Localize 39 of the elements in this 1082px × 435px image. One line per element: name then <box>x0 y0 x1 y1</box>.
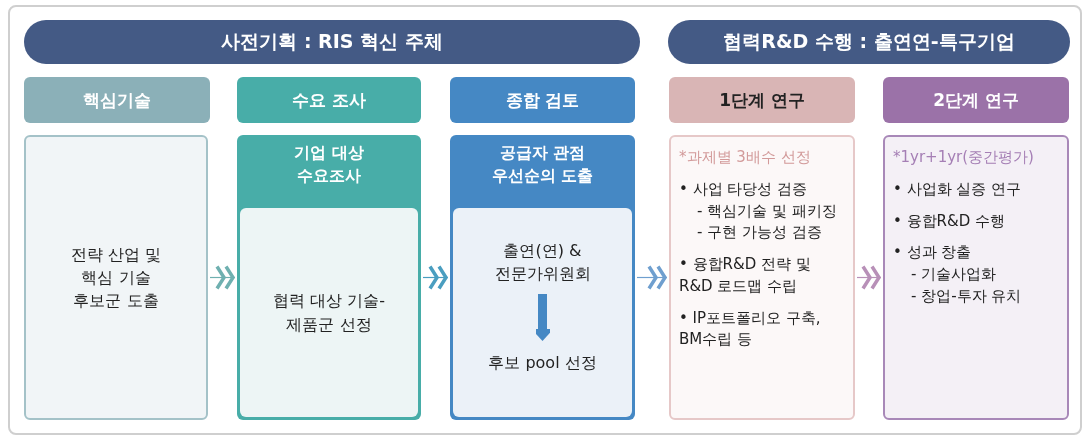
list-item: • 사업화 실증 연구 <box>893 178 1022 200</box>
content-card <box>237 135 421 420</box>
label-text: 전략 산업 및 핵심 기술 후보군 도출 <box>69 243 163 313</box>
content-card <box>450 135 635 420</box>
list-item: • IP포트폴리오 구축, BM수립 등 <box>679 307 822 351</box>
list-item: - 기술사업화 <box>910 264 997 285</box>
step-header <box>450 77 635 123</box>
content-panel <box>453 208 632 417</box>
step-header <box>883 77 1069 123</box>
section-banner <box>24 20 640 64</box>
label-text: 핵심기술 <box>83 88 151 112</box>
label-text: 협력R&D 수행 : 출연연-특구기업 <box>723 29 1015 55</box>
label-text: 후보 pool 선정 <box>488 352 597 375</box>
list-item: • 융합R&D 전략 및 R&D 로드맵 수립 <box>679 254 812 297</box>
list-item: • 성과 창출 <box>893 242 972 264</box>
step-header <box>237 77 421 123</box>
content-panel <box>240 208 418 417</box>
list-item: - 핵심기술 및 패키징 <box>696 200 837 222</box>
list-item: - 창업-투자 유치 <box>910 285 1022 307</box>
label-text: 수요 조사 <box>292 88 366 112</box>
note-text: *과제별 3배수 선정 <box>679 147 811 168</box>
label-text: 출연(연) & 전문가위원회 <box>493 239 592 285</box>
content-card <box>24 135 208 420</box>
list-item: • 사업 타당성 검증 <box>679 178 808 200</box>
label-text: 종합 검토 <box>505 88 580 112</box>
label-text: 1단계 연구 <box>719 88 805 112</box>
step-header <box>24 77 210 123</box>
label-text: 협력 대상 기술-제품군 선정 <box>272 290 386 336</box>
label-text: 2단계 연구 <box>933 88 1019 112</box>
label-text: 기업 대상 수요조사 <box>293 142 365 188</box>
content-card <box>883 135 1069 420</box>
label-text: 사전기획 : RIS 혁신 주체 <box>221 29 443 55</box>
step-header <box>669 77 855 123</box>
note-text: *1yr+1yr(중간평가) <box>893 147 1034 168</box>
section-banner <box>668 20 1070 64</box>
label-text: 공급자 관점 우선순의 도출 <box>490 142 595 188</box>
list-item: • 융합R&D 수행 <box>893 210 1006 232</box>
content-card <box>669 135 855 420</box>
list-item: - 구현 가능성 검증 <box>696 222 822 244</box>
